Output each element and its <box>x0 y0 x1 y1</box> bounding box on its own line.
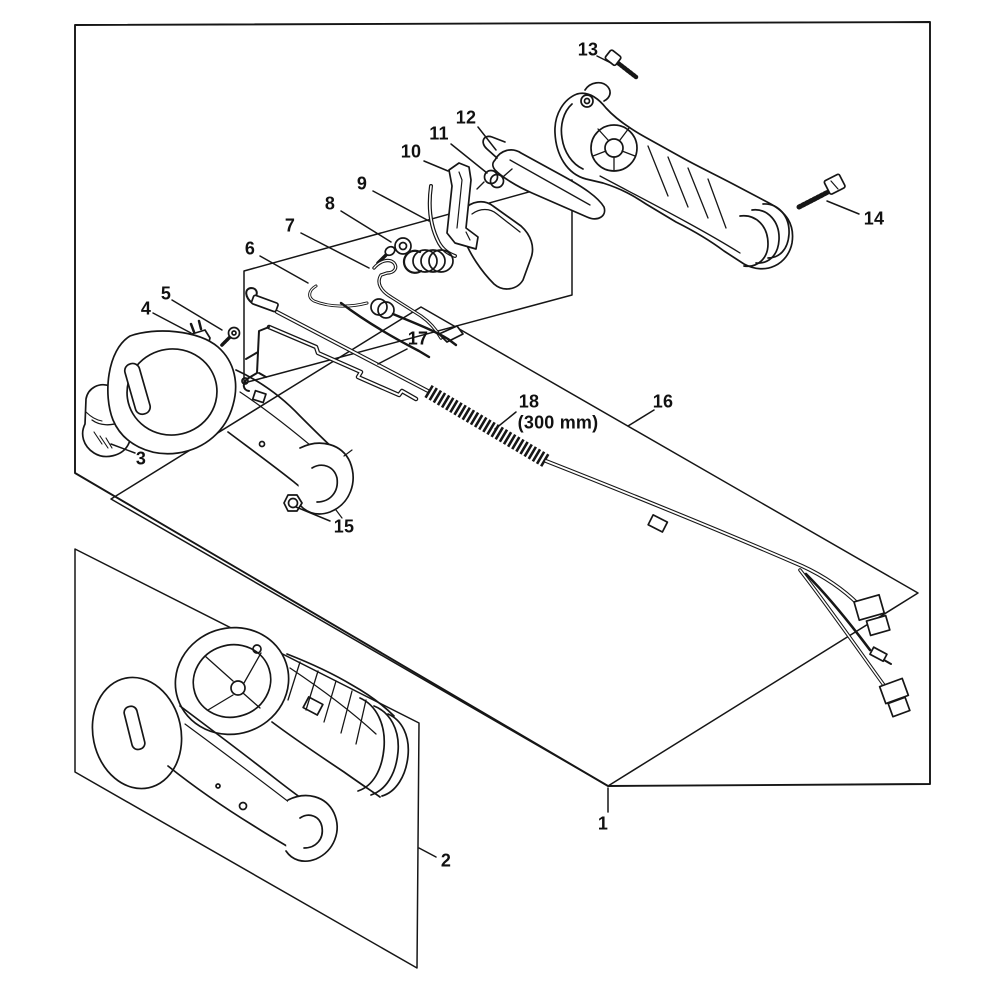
screw-13-drawing <box>604 49 639 80</box>
spring-wire-9-drawing <box>402 184 457 274</box>
tension-spring-18-drawing <box>424 384 550 468</box>
throttle-cable-16-drawing <box>245 287 911 718</box>
screw-14-drawing <box>796 173 846 210</box>
wire-harness-17-drawing <box>241 324 419 402</box>
spring-wire-6-drawing <box>308 284 458 359</box>
handle-half-outer-drawing <box>107 330 354 519</box>
cable-connectors-drawing <box>853 593 911 718</box>
leader-lines <box>110 55 860 858</box>
handle-assembly-2-drawing <box>91 626 410 862</box>
screw-washer-8-drawing <box>376 237 412 265</box>
throttle-trigger-drawing <box>463 135 606 290</box>
outer-frame <box>74 21 931 787</box>
trigger-lockout-drawing <box>446 162 479 250</box>
housing-right-half-drawing <box>554 81 794 270</box>
spring-11-drawing <box>476 168 513 190</box>
box-handle-housing-2 <box>74 548 420 969</box>
screw-5-drawing <box>219 326 241 348</box>
